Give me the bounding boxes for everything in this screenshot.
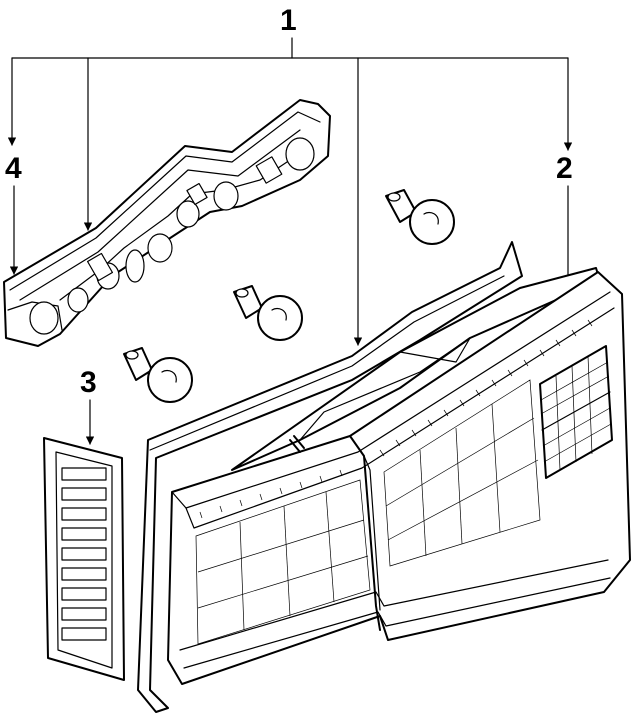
callout-4: 4 xyxy=(5,152,22,185)
housing-gasket-part-1 xyxy=(137,241,523,713)
bulb-1 xyxy=(385,189,455,245)
crosshatch-lens-window xyxy=(539,345,613,479)
mounting-stud xyxy=(289,435,305,453)
callout-1: 1 xyxy=(280,4,297,37)
bulb-3 xyxy=(123,347,193,403)
callout-3: 3 xyxy=(80,366,97,399)
tail-lamp-assembly-part-2 xyxy=(167,267,631,685)
socket-plate-part-4 xyxy=(3,99,331,347)
reflector-grille-part-3 xyxy=(43,437,125,681)
callout-2: 2 xyxy=(556,152,573,185)
leader-lines xyxy=(7,37,573,445)
bulb-2 xyxy=(233,285,303,341)
